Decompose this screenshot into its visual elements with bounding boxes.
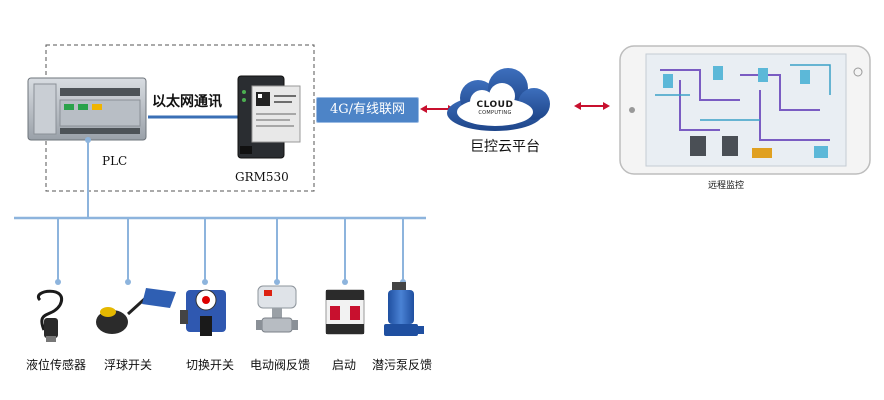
- device-label-float-switch: 浮球开关: [104, 358, 153, 372]
- electric-valve-icon: [256, 285, 298, 333]
- cloud-platform-label: 巨控云平台: [470, 139, 540, 155]
- cloud-icon: [447, 68, 550, 131]
- device-label-electric-valve: 电动阀反馈: [250, 358, 311, 372]
- device-label-level-sensor: 液位传感器: [26, 358, 87, 372]
- float-switch-icon: [96, 288, 176, 334]
- sewage-pump-icon: [384, 282, 424, 336]
- cellular-badge: 4G/有线联网: [316, 97, 419, 123]
- plc-icon: [27, 77, 147, 141]
- selector-switch-icon: [180, 289, 226, 336]
- device-label-selector-switch: 切换开关: [186, 358, 235, 372]
- device-label-contactor: 启动: [332, 358, 357, 372]
- gateway-icon: [237, 75, 301, 159]
- local-control-enclosure: [45, 44, 315, 192]
- device-drops: [57, 218, 404, 282]
- contactor-icon: [325, 289, 365, 335]
- remote-monitor-caption: 远程监控: [708, 181, 745, 191]
- ethernet-label: 以太网通讯: [152, 94, 222, 110]
- level-sensor-icon: [36, 289, 64, 342]
- cloud-logo-line1: CLOUD: [476, 100, 514, 110]
- gateway-model-label: GRM530: [235, 170, 289, 184]
- device-label-sewage-pump: 潜污泵反馈: [372, 358, 433, 372]
- remote-arrow: [574, 102, 610, 110]
- remote-monitor-phone: [619, 45, 871, 175]
- cloud-logo-text: CLOUD COMPUTING: [465, 100, 525, 116]
- cloud-logo-line2: COMPUTING: [478, 110, 512, 116]
- plc-label: PLC: [102, 154, 128, 168]
